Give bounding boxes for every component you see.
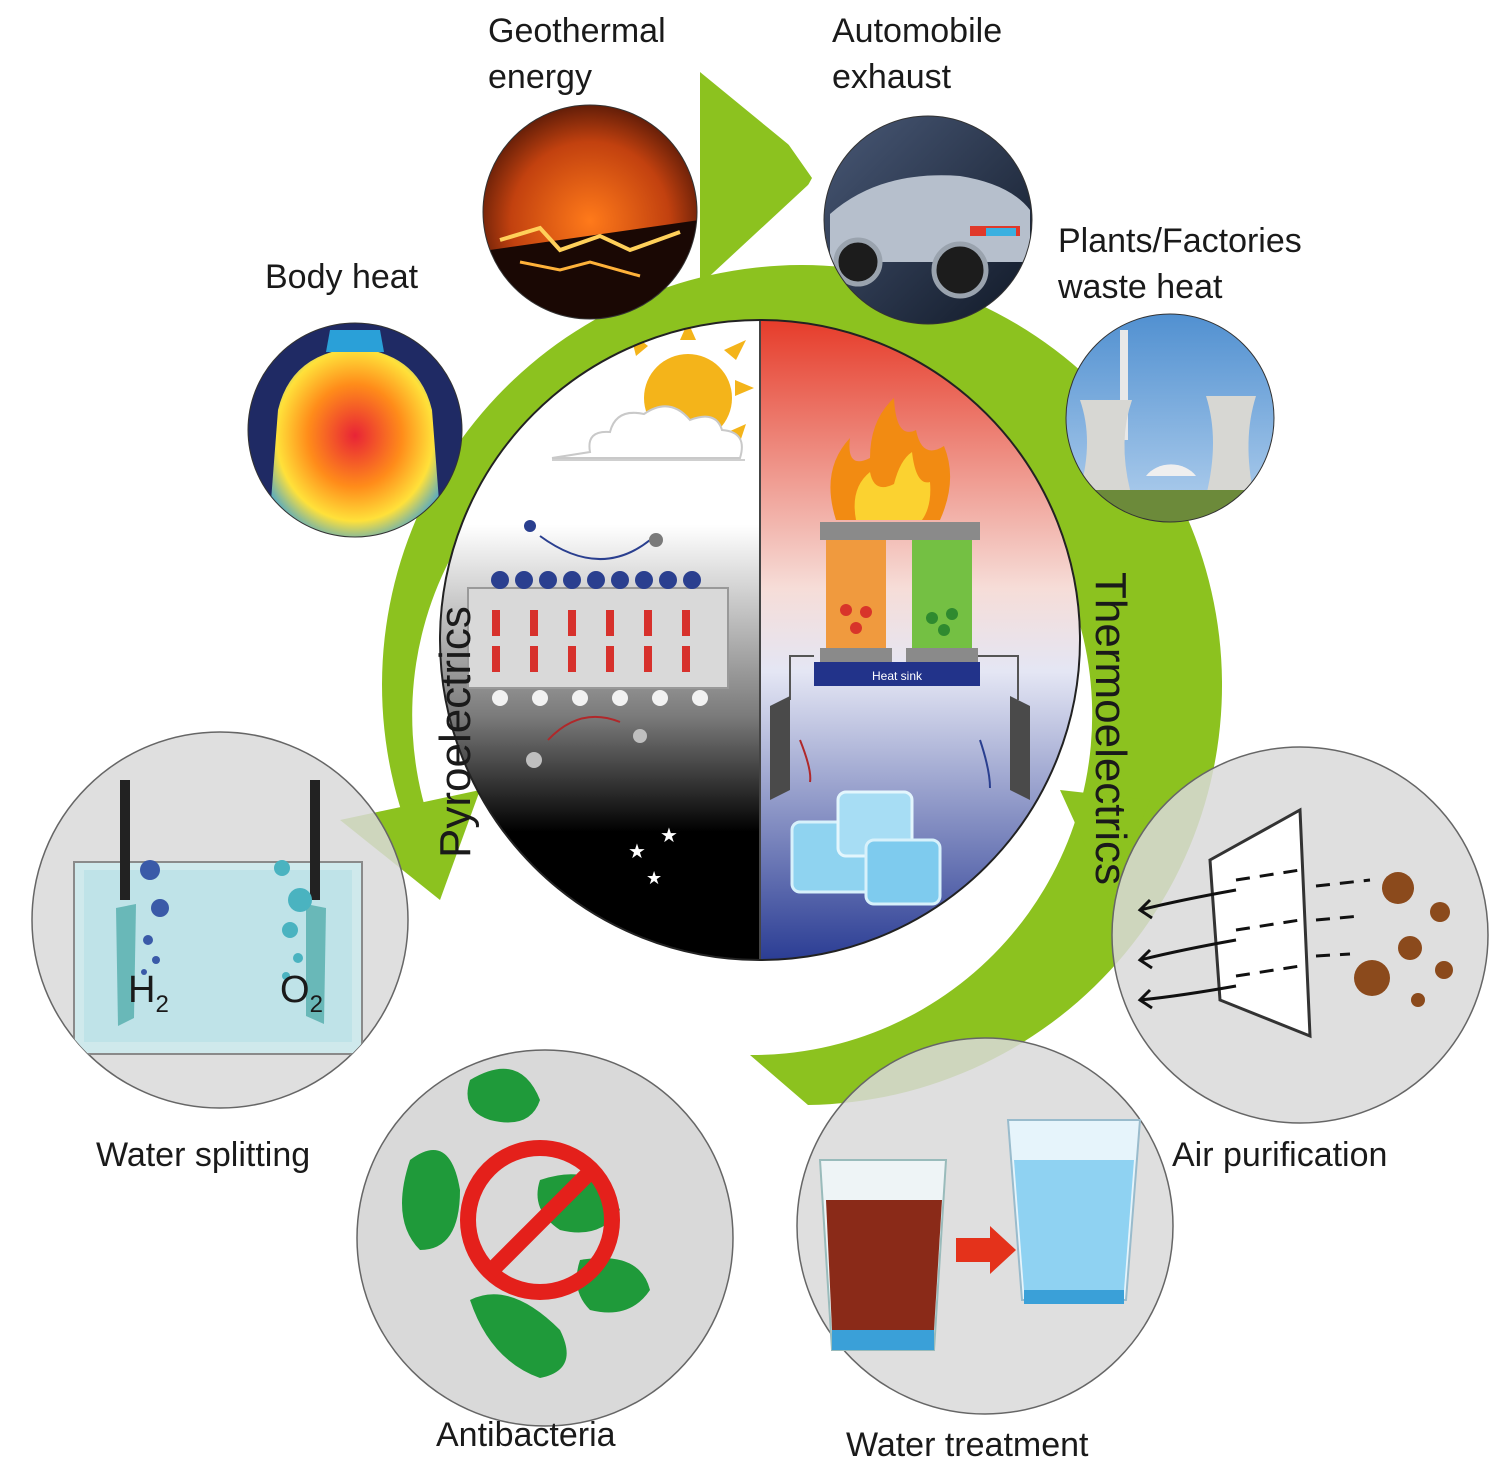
antibacteria-inset [356, 1049, 734, 1427]
geothermal-image [482, 104, 698, 320]
pyroelectrics-label: Pyroelectrics [431, 606, 480, 858]
water-treatment-label: Water treatment [846, 1426, 1089, 1464]
svg-text:★: ★ [628, 841, 646, 863]
air-purification-inset [1111, 746, 1489, 1124]
geothermal-label: Geothermal energy [488, 12, 675, 96]
antibacteria-label: Antibacteria [436, 1416, 616, 1454]
thermoelectrics-label: Thermoelectrics [1086, 572, 1135, 885]
body-heat-image [247, 322, 463, 538]
moon-stars-icon: ★ ★ ★ [628, 818, 753, 911]
bacterium-icon [402, 1150, 460, 1250]
power-plant-image [1065, 313, 1275, 523]
h2-label: H2 [128, 969, 169, 1018]
bacterium-icon [467, 1068, 540, 1123]
center-circle: ★ ★ ★ Heat sink [439, 319, 1081, 961]
svg-text:★: ★ [660, 825, 678, 847]
thermoelectric-module: Heat sink [770, 522, 1030, 800]
o2-label: O2 [280, 969, 323, 1018]
water-treatment-inset [796, 1037, 1174, 1415]
prohibition-icon [460, 1140, 620, 1300]
air-purification-label: Air purification [1172, 1136, 1387, 1174]
automobile-label: Automobile exhaust [832, 12, 1012, 96]
svg-text:★: ★ [646, 868, 662, 888]
arrow-icon [956, 1226, 1016, 1274]
pyroelectric-crystal [467, 520, 729, 768]
ring-arrowhead-top [700, 72, 822, 285]
water-splitting-inset: H2 O2 [31, 731, 409, 1109]
water-splitting-label: Water splitting [96, 1136, 310, 1174]
body-heat-label: Body heat [265, 258, 419, 296]
bacterium-icon [470, 1294, 567, 1378]
ring-arrowhead-right [1060, 790, 1150, 900]
air-filter-icon [1208, 807, 1312, 1039]
automobile-image [823, 115, 1033, 325]
clean-water-glass [1006, 1119, 1142, 1304]
dirty-water-glass [818, 1159, 948, 1351]
pollutant-icon [1354, 872, 1453, 1007]
heat-sink-label: Heat sink [872, 669, 923, 683]
ice-cubes-icon [790, 790, 942, 906]
flame-icon [830, 398, 951, 520]
plants-factories-label: Plants/Factories waste heat [1057, 222, 1311, 306]
